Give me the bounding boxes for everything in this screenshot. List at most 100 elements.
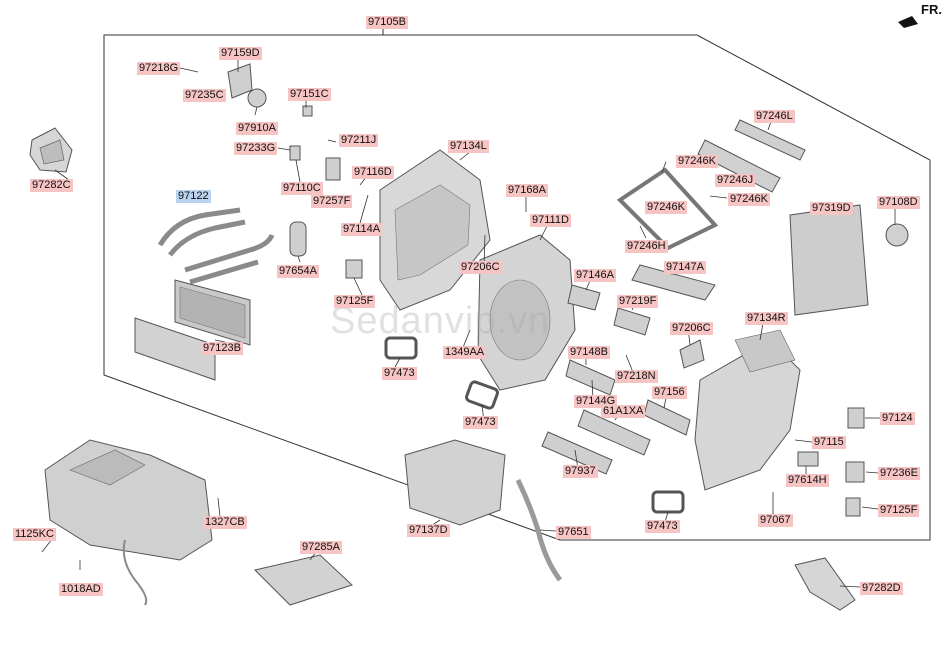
part-label[interactable]: 97115 [812,436,846,449]
part-label[interactable]: 97218N [615,370,658,383]
seal-part-97473-b-icon [465,380,499,410]
part-label[interactable]: 97219F [617,295,659,308]
part-label[interactable]: 97148B [568,346,610,359]
part-label[interactable]: 97937 [563,465,598,478]
part-label-selected[interactable]: 97122 [176,190,211,203]
part-label[interactable]: 97168A [506,184,548,197]
flap-part-97219f-icon [613,307,651,336]
plate-part-61a1xa-icon [577,409,651,456]
part-label[interactable]: 97124 [880,412,915,425]
case-part-97111d-icon [477,234,576,391]
part-label[interactable]: 97651 [556,526,591,539]
part-label[interactable]: 97211J [339,134,379,147]
part-label[interactable]: 97125F [334,295,376,308]
part-label[interactable]: 97116D [352,166,394,179]
front-arrow-icon [898,16,918,28]
part-label[interactable]: 97246K [676,155,718,168]
seal-part-97473-c-icon [651,490,685,514]
cap-part-97108d-icon [885,223,909,247]
part-label[interactable]: 1018AD [59,583,103,596]
orientation-label: FR. [921,2,942,17]
case-part-97134l-icon [379,149,491,311]
plate-part-97937-icon [541,431,613,475]
clip-part-97233g-icon [289,145,301,161]
case-part-97134r-icon [694,329,801,491]
part-label[interactable]: 61A1XA [601,405,646,418]
filter-part-icon [134,317,216,381]
part-label[interactable]: 97246K [728,193,770,206]
part-label[interactable]: 97282D [860,582,903,595]
duct-part-97282d-icon [794,557,856,611]
part-label[interactable]: 97159D [219,47,262,60]
part-label[interactable]: 97206C [670,322,713,335]
part-label[interactable]: 97654A [277,265,319,278]
actuator-part-97910a-icon [247,88,267,108]
part-label[interactable]: 97319D [810,202,853,215]
part-label[interactable]: 97147A [664,261,706,274]
sensor-part-97614h-icon [797,451,819,467]
part-label[interactable]: 97156 [652,386,687,399]
part-label[interactable]: 1349AA [443,346,487,359]
part-label[interactable]: 1125KC [13,528,56,541]
case-part-97137d-icon [404,439,506,526]
part-label[interactable]: 97614H [786,474,829,487]
part-label[interactable]: 97473 [463,416,498,429]
actuator-part-97236e-icon [845,461,865,483]
part-label[interactable]: 97246L [754,110,795,123]
clip-part-97125f-icon [345,259,363,279]
part-label[interactable]: 97246K [645,201,687,214]
actuator-part-97124-icon [847,407,865,429]
part-label[interactable]: 97108D [877,196,920,209]
part-label[interactable]: 97246H [625,240,668,253]
part-label[interactable]: 97233G [234,142,278,155]
part-label[interactable]: 97236E [878,467,920,480]
part-label[interactable]: 97134L [448,140,489,153]
cover-part-97285a-icon [254,554,353,606]
part-label[interactable]: 97114A [341,223,383,236]
clip-part-97257f-icon [325,157,341,181]
part-label[interactable]: 97206C [459,261,502,274]
blower-assembly-icon [44,439,213,606]
part-label[interactable]: 97134R [745,312,788,325]
duct-part-97282c-icon [29,127,73,173]
flap-part-97146a-icon [567,284,601,311]
part-label[interactable]: 97123B [201,342,243,355]
filter-part-97319d-icon [789,204,869,316]
core-part-97123b-icon [174,279,251,346]
part-label[interactable]: 97473 [382,367,417,380]
part-label[interactable]: 97218G [137,62,181,75]
bar-part-97246j-icon [697,139,781,193]
part-label[interactable]: 97285A [300,541,342,554]
part-label[interactable]: 97235C [183,89,226,102]
part-label[interactable]: 97144G [574,395,618,408]
part-label[interactable]: 97151C [288,88,331,101]
assembly-label[interactable]: 97105B [366,16,408,29]
flap-part-97156-icon [643,399,691,436]
part-label[interactable]: 97137D [407,524,450,537]
part-label[interactable]: 1327CB [203,516,247,529]
part-label[interactable]: 97146A [574,269,616,282]
actuator-part-97159d-icon [227,63,253,99]
part-label[interactable]: 97067 [758,514,793,527]
bracket-part-97654a-icon [289,221,307,257]
part-label[interactable]: 97111D [530,214,571,227]
bar-part-97246l-icon [734,119,806,161]
hose-part-97651-icon [515,478,563,582]
pipe-part-97122-icon [157,207,275,285]
bracket-part-97206c-icon [679,339,705,369]
frame-part-97246h-icon [616,167,719,251]
part-label[interactable]: 97246J [715,174,756,187]
flap-part-97147a-icon [631,264,716,301]
part-label[interactable]: 97125F [878,504,920,517]
part-label[interactable]: 97473 [645,520,680,533]
seal-part-97473-a-icon [384,336,418,360]
part-label[interactable]: 97110C [281,182,323,195]
flap-part-97144g-icon [565,359,616,396]
clip-part-97151c-icon [302,105,313,117]
part-label[interactable]: 97910A [236,122,278,135]
part-label[interactable]: 97257F [311,195,353,208]
assembly-outline [103,34,931,541]
part-label[interactable]: 97282C [30,179,73,192]
